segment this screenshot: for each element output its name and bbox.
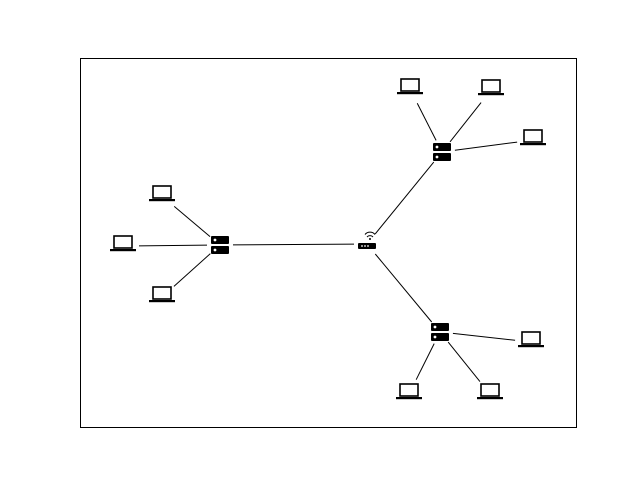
laptop-icon	[395, 383, 423, 401]
laptop-icon	[519, 129, 547, 146]
laptop-icon	[109, 235, 137, 252]
link-server-top-right-laptop-tr-3	[454, 141, 518, 151]
link-server-bottom-right-laptop-br-1	[452, 332, 516, 341]
diagram-frame	[80, 58, 577, 428]
laptop-icon	[148, 286, 176, 304]
laptop-icon	[148, 185, 176, 202]
laptop-icon	[396, 78, 424, 95]
laptop-icon	[476, 383, 504, 401]
laptop-icon	[477, 79, 505, 96]
server-icon	[431, 323, 449, 341]
wifi-router-icon	[357, 231, 377, 250]
laptop-icon	[517, 331, 545, 349]
server-icon	[211, 236, 229, 254]
link-server-left-laptop-left-top	[173, 205, 211, 237]
link-server-bottom-right-laptop-br-2	[415, 343, 435, 380]
link-server-bottom-right-laptop-br-3	[447, 341, 481, 382]
link-server-top-right-laptop-tr-2	[449, 102, 482, 143]
server-icon	[433, 143, 451, 161]
link-router-server-left	[232, 243, 355, 246]
link-server-left-laptop-left-bottom	[173, 253, 211, 287]
link-server-top-right-laptop-tr-1	[416, 103, 437, 141]
link-router-server-bottom-right	[374, 253, 433, 323]
link-server-left-laptop-left-middle	[138, 244, 208, 247]
link-router-server-top-right	[374, 161, 435, 235]
